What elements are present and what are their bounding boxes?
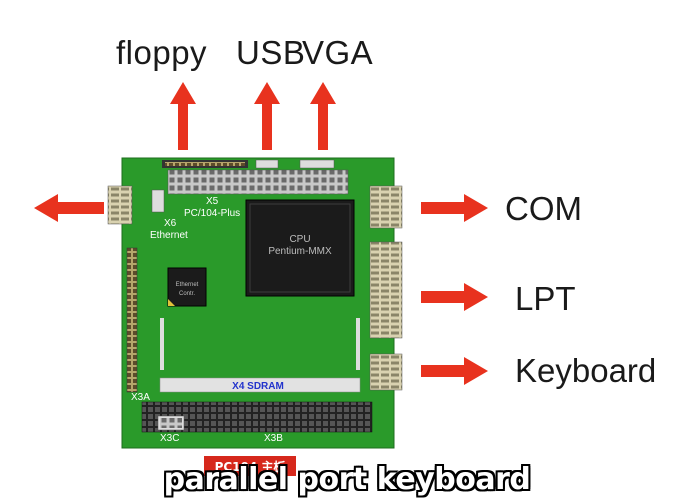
sdram-text: X4 SDRAM bbox=[232, 381, 284, 392]
x3b-text: X3B bbox=[264, 433, 283, 444]
usb-label: USB bbox=[236, 34, 306, 71]
sdram-slot bbox=[159, 377, 361, 393]
arrow-up-floppy bbox=[170, 82, 196, 150]
pc104-plus-header bbox=[167, 169, 349, 195]
keyboard-label: Keyboard bbox=[515, 352, 657, 389]
pc104-plus-text: PC/104-Plus bbox=[184, 208, 240, 219]
cpu-chip bbox=[245, 199, 355, 297]
com-connector bbox=[369, 185, 403, 229]
pentium-text: Pentium-MMX bbox=[268, 246, 332, 257]
keyboard-connector bbox=[369, 353, 403, 391]
board-tag bbox=[204, 456, 296, 476]
x3c-text: X3C bbox=[160, 433, 179, 444]
x6-text: X6 bbox=[164, 218, 177, 229]
eth-ctrl-text-1: Ethernet bbox=[176, 282, 199, 288]
arrow-right-keyboard bbox=[421, 357, 488, 385]
board-tag-text: PC104 主板 bbox=[215, 459, 287, 474]
arrow-up-usb bbox=[254, 82, 280, 150]
x3a-text: X3A bbox=[131, 392, 150, 403]
ethernet-connector bbox=[107, 185, 133, 225]
arrow-right-com bbox=[421, 194, 488, 222]
ethernet-controller-chip bbox=[167, 267, 207, 307]
ethernet-text: Ethernet bbox=[150, 230, 188, 241]
arrow-left-ethernet bbox=[34, 194, 104, 222]
vga-label: VGA bbox=[302, 34, 374, 71]
subtitle-caption: parallel port keyboard bbox=[163, 462, 531, 497]
x3a-header bbox=[126, 247, 138, 393]
com-label: COM bbox=[505, 190, 582, 227]
arrow-right-lpt bbox=[421, 283, 488, 311]
lpt-label: LPT bbox=[515, 280, 576, 317]
x5-text: X5 bbox=[206, 196, 219, 207]
arrow-up-vga bbox=[310, 82, 336, 150]
lpt-connector bbox=[369, 241, 403, 339]
cpu-text: CPU bbox=[289, 234, 310, 245]
floppy-label: floppy bbox=[116, 34, 208, 71]
eth-ctrl-text-2: Contr. bbox=[179, 291, 195, 297]
